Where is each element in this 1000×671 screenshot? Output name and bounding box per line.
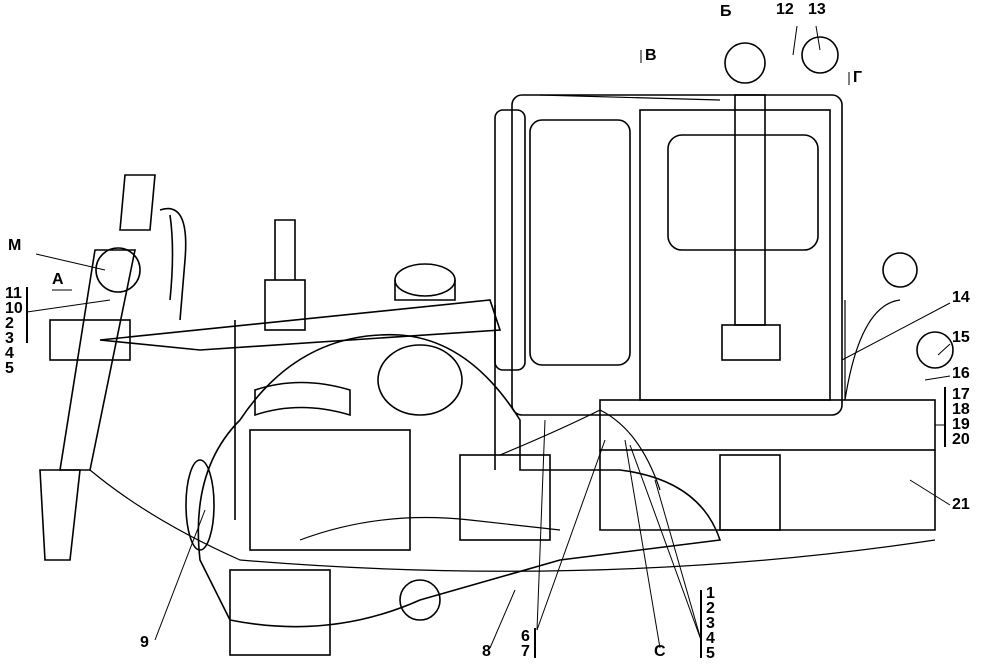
callout-group-right: 17 18 19 20	[952, 386, 970, 448]
cutaway	[197, 333, 722, 628]
boom-valve	[119, 174, 156, 231]
callout-c: С	[654, 643, 666, 660]
exhaust-base	[721, 324, 781, 361]
light-m	[95, 247, 141, 293]
callout-group-bottom: 1 2 3 4 5	[706, 585, 715, 662]
callout-2b: 2	[706, 600, 715, 617]
cab-outline	[511, 94, 843, 416]
leader-lines	[26, 25, 951, 658]
callout-17: 17	[952, 386, 970, 403]
fan-pulley	[185, 459, 215, 551]
callout-16: 16	[952, 365, 970, 382]
cable-run	[499, 409, 661, 491]
callout-10: 10	[5, 300, 23, 317]
air-filter	[394, 280, 456, 301]
cable-run	[299, 516, 561, 541]
hydraulic-valve	[459, 454, 551, 541]
hood	[99, 299, 502, 351]
pump-unit	[229, 569, 331, 656]
rear-frame-lower	[599, 450, 936, 531]
engine-block	[249, 429, 411, 551]
callout-group-mid: 6 7	[521, 628, 530, 660]
callout-1: 1	[706, 585, 715, 602]
light-rear	[882, 252, 918, 288]
cab-door-window	[529, 119, 631, 366]
intake-manifold	[254, 381, 351, 417]
cable-run	[539, 94, 721, 101]
cable-run	[844, 299, 901, 401]
hood-supports	[234, 305, 496, 520]
cab-door	[494, 109, 526, 371]
hoses	[159, 207, 187, 321]
callout-4b: 4	[706, 630, 715, 647]
light-b	[724, 42, 766, 84]
callout-14: 14	[952, 289, 970, 306]
air-intake	[264, 279, 306, 331]
view-g: Г	[853, 69, 863, 86]
bottom-outline	[89, 469, 936, 572]
turbo-housing	[377, 344, 463, 416]
exhaust-pipe	[734, 94, 766, 326]
callout-4: 4	[5, 345, 14, 362]
callout-5b: 5	[706, 645, 715, 662]
rear-frame	[599, 399, 936, 451]
cab-side-window	[667, 134, 819, 251]
callout-19: 19	[952, 416, 970, 433]
callout-m: М	[8, 237, 22, 254]
callout-6: 6	[521, 628, 530, 645]
callout-3: 3	[5, 330, 14, 347]
callout-18: 18	[952, 401, 970, 418]
callout-8: 8	[482, 643, 491, 660]
callout-21: 21	[952, 496, 970, 513]
view-b: Б	[720, 3, 732, 20]
callout-2: 2	[5, 315, 14, 332]
view-v: В	[645, 47, 657, 64]
callout-15: 15	[952, 329, 970, 346]
callout-3b: 3	[706, 615, 715, 632]
callout-13: 13	[808, 1, 826, 18]
view-arrow-a: А	[52, 271, 64, 288]
light-13	[801, 36, 839, 74]
boom-end	[39, 469, 81, 561]
callout-11: 11	[5, 285, 22, 302]
callout-12: 12	[776, 1, 794, 18]
callout-7: 7	[521, 643, 530, 660]
pulley	[399, 579, 441, 621]
air-filter-cap	[394, 263, 456, 297]
callout-20: 20	[952, 431, 970, 448]
intake-pipe	[274, 219, 296, 280]
callout-9: 9	[140, 634, 149, 651]
boom-bracket	[49, 319, 131, 361]
callout-5: 5	[5, 360, 14, 377]
counterweight	[719, 454, 781, 531]
callout-group-left: 11 10 2 3 4 5	[5, 285, 23, 377]
light-15	[916, 331, 954, 369]
